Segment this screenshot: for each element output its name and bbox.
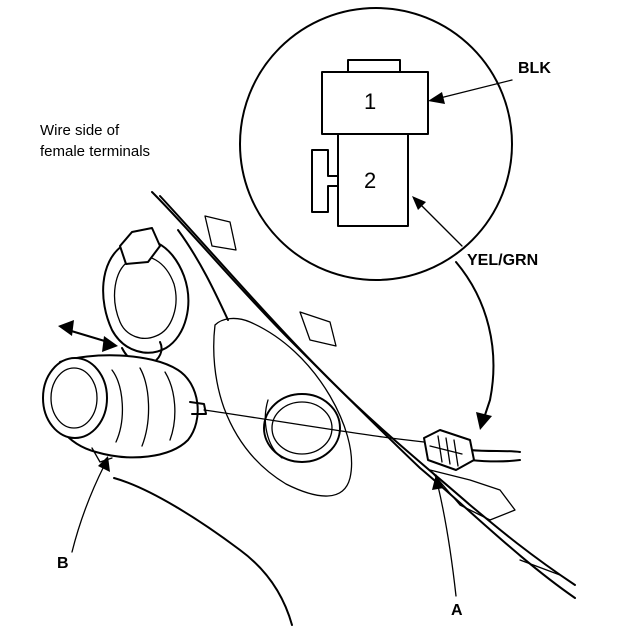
connector-detail-circle xyxy=(239,7,513,281)
harness-connector xyxy=(423,429,475,471)
lighter-socket-assembly xyxy=(42,227,207,463)
wire-color-blk-label: BLK xyxy=(518,60,551,77)
leader-arrows xyxy=(71,79,513,597)
panel-socket-hole xyxy=(263,393,341,463)
part-b-label: B xyxy=(57,555,69,572)
terminal-2-number: 2 xyxy=(364,168,377,193)
terminal-1-number: 1 xyxy=(364,89,377,114)
callout-line-1: Wire side of xyxy=(40,122,120,139)
part-a-label: A xyxy=(451,602,463,619)
removal-direction-arrow xyxy=(58,320,118,352)
callout-line-2: female terminals xyxy=(40,143,151,160)
console-panel xyxy=(113,191,576,626)
wire-color-yel-grn-label: YEL/GRN xyxy=(467,252,539,269)
